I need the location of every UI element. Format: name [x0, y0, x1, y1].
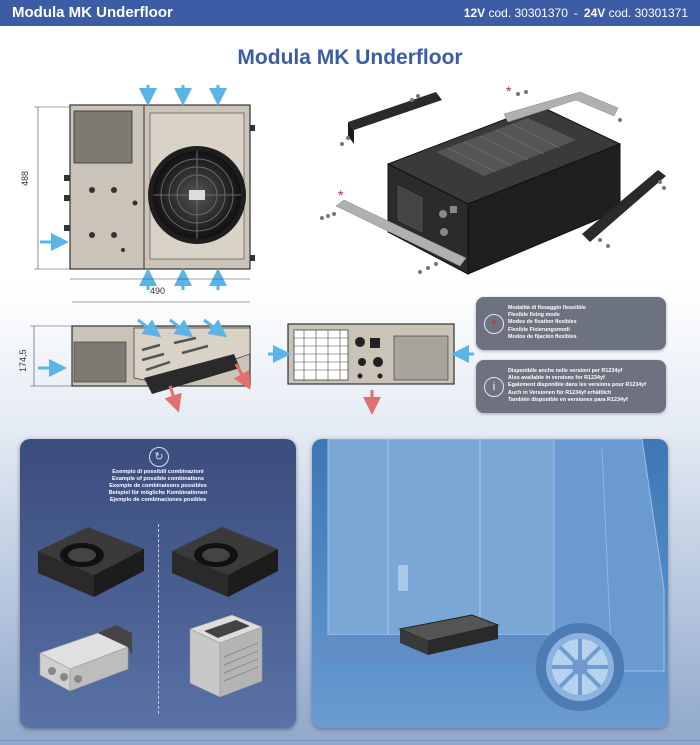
code-24v: cod. 30301371	[605, 6, 688, 20]
info-card-refrigerant: i Disponibile anche nelle versioni per R…	[476, 360, 666, 413]
footer-rule	[0, 740, 700, 741]
refrigerant-line-de: Auch in Versionen für R1234yf erhältlich	[508, 389, 612, 396]
combination-icon: ↻	[149, 447, 169, 467]
mounting-line-de: Flexible Fixierungsmodi	[508, 326, 570, 333]
dimension-depth-label: 174,5	[18, 349, 28, 372]
asterisk-icon: *	[484, 314, 504, 334]
refrigerant-line-en: Also available in versions for R1234yf	[508, 375, 605, 382]
combo-line-es: Ejemplo de combinaciones posibles	[109, 497, 207, 503]
exploded-assembly-view: * *	[320, 83, 666, 275]
page-title: Modula MK Underfloor	[237, 46, 463, 69]
combo-line-it: Esempio di possibili combinazioni	[112, 469, 204, 475]
combo-line-de: Beispiel für mögliche Kombinationen	[108, 490, 208, 496]
combinations-caption: Esempio di possibili combinazioni Exampl…	[20, 469, 296, 504]
combo-line-en: Example of possible combinations	[111, 476, 204, 482]
voltage-24v: 24V	[583, 6, 606, 20]
combination-right-images	[172, 527, 278, 698]
code-12v: cod. 30301370	[485, 6, 568, 20]
header-bar: Modula MK Underfloor 12V cod. 30301370-2…	[0, 0, 700, 26]
info-icon: i	[484, 377, 504, 397]
mounting-line-fr: Modes de fixation flexibles	[508, 319, 577, 326]
product-codes: 12V cod. 30301370-24V cod. 30301371	[464, 6, 688, 20]
mounting-line-it: Modalità di fissaggio flessibile	[508, 305, 586, 311]
combination-divider	[158, 524, 159, 714]
code-separator: -	[573, 6, 578, 20]
mounting-line-es: Modos de fijación flexibles	[508, 333, 577, 340]
van-illustration-panel	[312, 439, 668, 728]
combinations-panel: ↻ Esempio di possibili combinazioni Exam…	[20, 439, 296, 728]
dimension-width-label: 490	[150, 286, 166, 296]
van-illustration	[320, 439, 665, 711]
mounting-line-en: Flexible fixing mode	[508, 312, 560, 319]
svg-text:*: *	[338, 187, 344, 203]
front-view-drawing	[268, 323, 474, 415]
refrigerant-line-es: También disponible en versiones para R12…	[508, 396, 628, 403]
voltage-12v: 12V	[463, 6, 486, 20]
top-view-drawing	[34, 85, 255, 290]
dimension-height-label: 488	[20, 170, 30, 186]
header-title: Modula MK Underfloor	[12, 4, 173, 21]
refrigerant-line-it: Disponibile anche nelle versioni per R12…	[508, 368, 623, 374]
combination-left-images	[38, 527, 144, 692]
refrigerant-line-fr: Egalement disponible dans les versions p…	[508, 382, 647, 389]
combo-line-fr: Exemple de combinaisons possibles	[109, 483, 207, 489]
svg-text:*: *	[506, 83, 512, 99]
side-view-drawing	[30, 301, 251, 413]
info-card-mounting: * Modalità di fissaggio flessibile Flexi…	[476, 297, 666, 350]
